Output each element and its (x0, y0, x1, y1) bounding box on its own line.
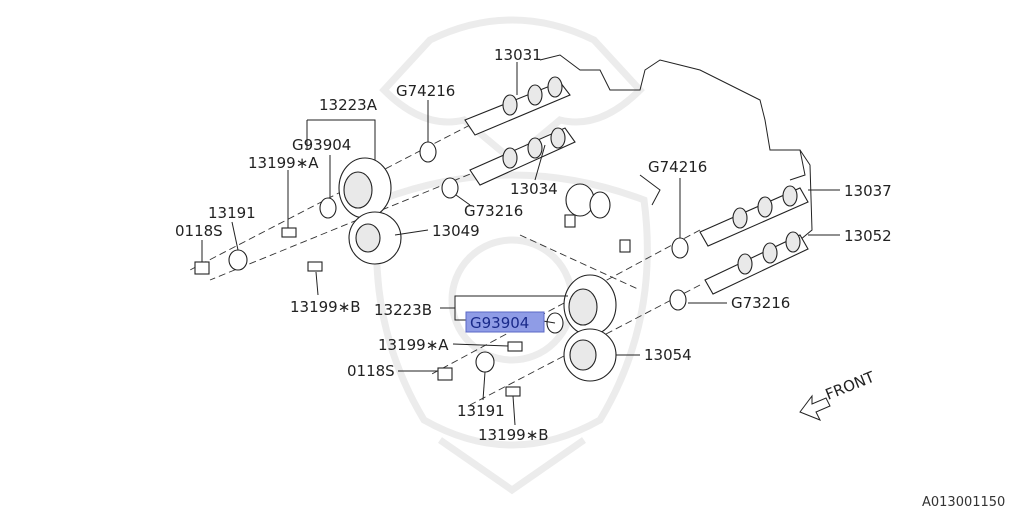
camshaft-13031 (464, 76, 571, 136)
callout-0118s-top[interactable]: 0118S (175, 222, 223, 240)
callout-13223a[interactable]: 13223A (319, 96, 378, 114)
callout-13052[interactable]: 13052 (844, 227, 892, 245)
upper-washers (419, 141, 459, 199)
cam-sprocket-upper (319, 157, 402, 265)
callout-0118s-bottom[interactable]: 0118S (347, 362, 395, 380)
callout-13049[interactable]: 13049 (432, 222, 480, 240)
diagram-reference-code: A013001150 (922, 495, 1005, 510)
valve-lifters (564, 174, 661, 253)
callout-13199b-top[interactable]: 13199∗B (290, 298, 361, 316)
callout-g74216-right[interactable]: G74216 (648, 158, 707, 176)
cam-sprocket-lower (546, 274, 617, 382)
callout-g73216-top[interactable]: G73216 (464, 202, 523, 220)
callout-13191-top[interactable]: 13191 (208, 204, 256, 222)
callout-g93904-highlighted[interactable]: G93904 (470, 314, 529, 332)
leader-lines (201, 62, 840, 426)
callout-13034[interactable]: 13034 (510, 180, 558, 198)
engine-block-outline (539, 54, 813, 241)
callout-13199a-bottom[interactable]: 13199∗A (378, 336, 449, 354)
callout-13191-bottom[interactable]: 13191 (457, 402, 505, 420)
callout-13199b-bottom[interactable]: 13199∗B (478, 426, 549, 444)
callout-13054[interactable]: 13054 (644, 346, 692, 364)
camshaft-13052 (704, 231, 809, 295)
callout-g74216-top[interactable]: G74216 (396, 82, 455, 100)
watermark-emblem (373, 16, 651, 495)
front-label: FRONT (823, 368, 878, 404)
callout-13031[interactable]: 13031 (494, 46, 542, 64)
lower-bolts (437, 341, 523, 397)
lower-washers (669, 237, 689, 311)
callout-13223b[interactable]: 13223B (374, 301, 432, 319)
callout-g73216-right[interactable]: G73216 (731, 294, 790, 312)
callout-g93904-top[interactable]: G93904 (292, 136, 351, 154)
callout-13199a-top[interactable]: 13199∗A (248, 154, 319, 172)
callout-13037[interactable]: 13037 (844, 182, 892, 200)
front-direction-arrow: FRONT (799, 368, 878, 421)
camshaft-13034 (469, 127, 576, 186)
camshaft-13037 (699, 185, 809, 247)
highlight-box[interactable] (465, 311, 545, 333)
